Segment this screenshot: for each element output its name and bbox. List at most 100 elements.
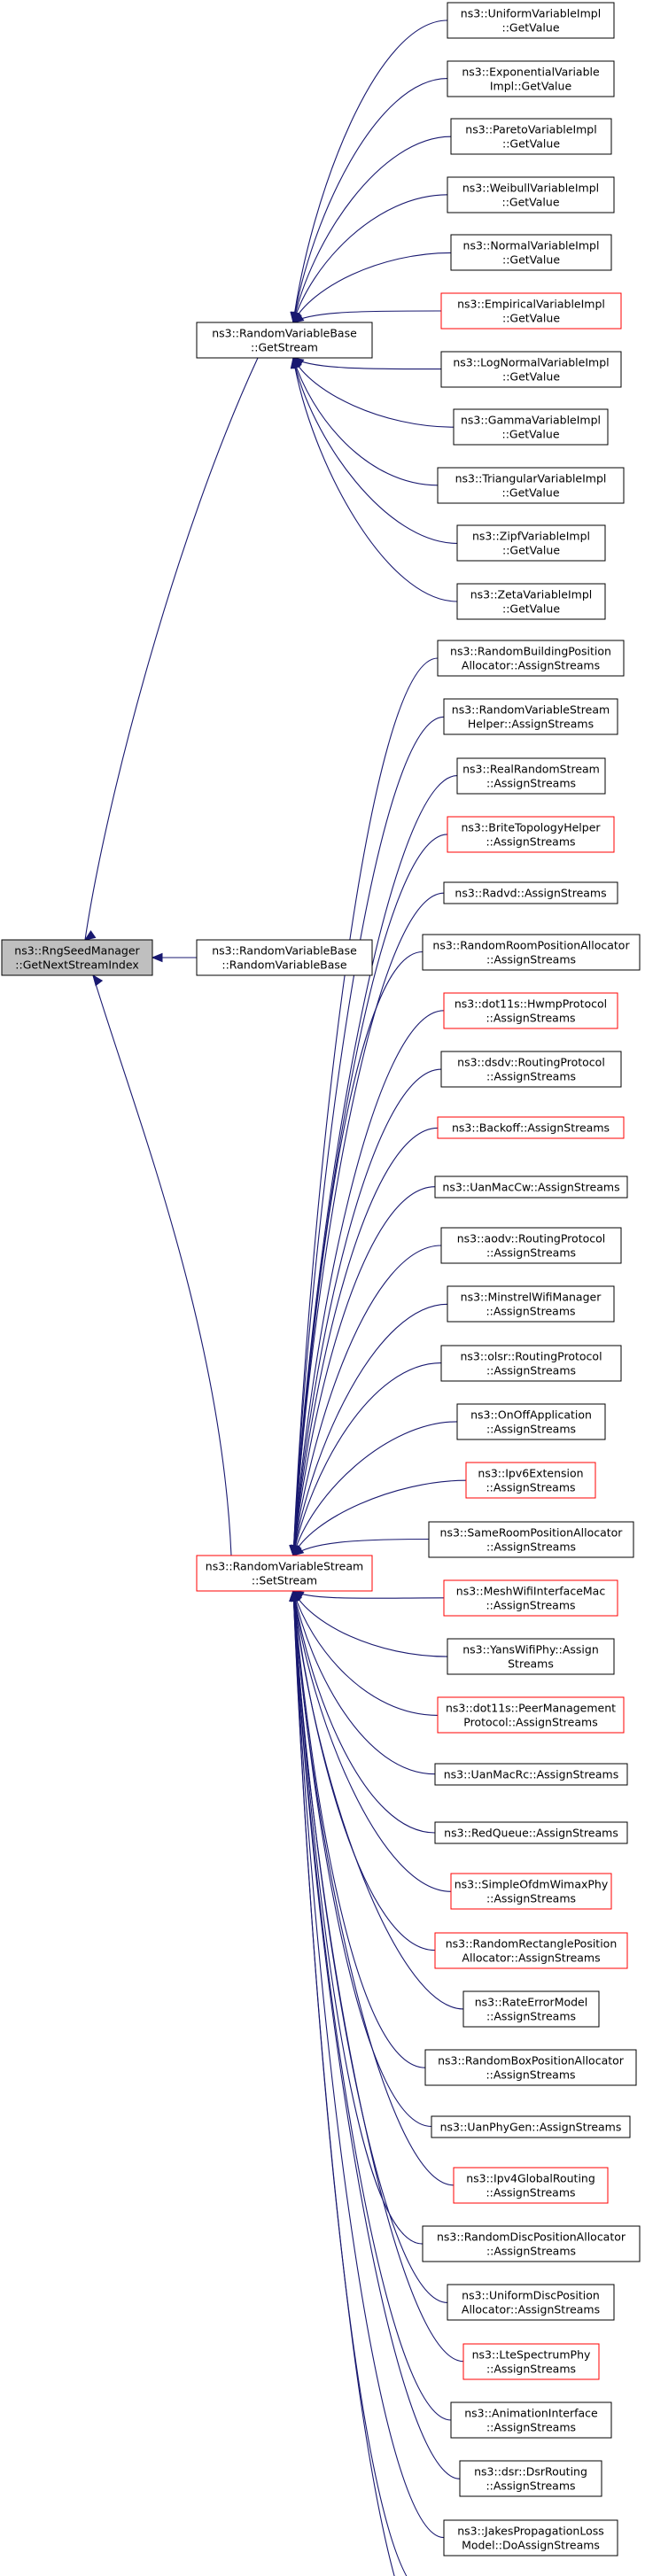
hub-node-random-variable-base-get-stream[interactable]: ns3::RandomVariableBase::GetStream — [196, 322, 373, 359]
node-box — [440, 1345, 622, 1382]
node-label: ns3::OnOffApplication — [470, 1408, 592, 1422]
edge-caller-to-hub — [292, 252, 452, 324]
node-box — [437, 640, 625, 677]
node-label: ::AssignStreams — [486, 1540, 576, 1554]
edge-caller-to-hub — [289, 1589, 424, 2245]
caller-node-ns3-uniformdiscposition-allocator-assignstreams[interactable]: ns3::UniformDiscPositionAllocator::Assig… — [447, 2284, 615, 2321]
node-label: ::AssignStreams — [486, 1423, 576, 1436]
node-box — [434, 1175, 628, 1199]
caller-node-ns3-uanmacrc-assignstreams[interactable]: ns3::UanMacRc::AssignStreams — [434, 1763, 628, 1786]
edge-caller-to-hub — [290, 78, 448, 324]
caller-node-ns3-backoff-assignstreams[interactable]: ns3::Backoff::AssignStreams — [437, 1116, 625, 1139]
node-label: Helper::AssignStreams — [468, 718, 594, 731]
node-box — [447, 1285, 615, 1323]
caller-node-ns3-yanswifiphy-assign-streams[interactable]: ns3::YansWifiPhy::AssignStreams — [447, 1638, 615, 1675]
node-box — [462, 1990, 600, 2028]
caller-node-ns3-randomrectangleposition-allocator-assignstreams[interactable]: ns3::RandomRectanglePositionAllocator::A… — [434, 1932, 628, 1969]
caller-node-ns3-meshwifiinterfacemac-assignstreams[interactable]: ns3::MeshWifiInterfaceMac::AssignStreams — [443, 1579, 618, 1617]
caller-node-ns3-ipv6extension-assignstreams[interactable]: ns3::Ipv6Extension::AssignStreams — [465, 1462, 596, 1499]
caller-node-ns3-dsdv-routingprotocol-assignstreams[interactable]: ns3::dsdv::RoutingProtocol::AssignStream… — [440, 1051, 622, 1088]
caller-node-ns3-lognormalvariableimpl-getvalue[interactable]: ns3::LogNormalVariableImpl::GetValue — [440, 351, 622, 388]
node-label: ns3::SameRoomPositionAllocator — [440, 1526, 624, 1540]
edge-caller-to-hub — [289, 1589, 395, 2576]
caller-node-ns3-britetopologyhelper-assignstreams[interactable]: ns3::BriteTopologyHelper::AssignStreams — [447, 816, 615, 853]
node-label: ns3::SimpleOfdmWimaxPhy — [455, 1878, 609, 1891]
node-label: ns3::Radvd::AssignStreams — [455, 887, 606, 900]
caller-node-ns3-sameroompositionallocator-assignstreams[interactable]: ns3::SameRoomPositionAllocator::AssignSt… — [428, 1521, 634, 1558]
caller-node-ns3-dsr-dsrrouting-assignstreams[interactable]: ns3::dsr::DsrRouting::AssignStreams — [459, 2460, 602, 2497]
caller-node-ns3-animationinterface-assignstreams[interactable]: ns3::AnimationInterface::AssignStreams — [450, 2401, 612, 2439]
node-box — [437, 467, 625, 504]
node-label: ::GetValue — [502, 137, 560, 151]
node-label: ns3::BriteTopologyHelper — [461, 821, 601, 834]
caller-node-ns3-zetavariableimpl-getvalue[interactable]: ns3::ZetaVariableImpl::GetValue — [456, 583, 606, 620]
node-box — [456, 583, 606, 620]
caller-node-ns3-empiricalvariableimpl-getvalue[interactable]: ns3::EmpiricalVariableImpl::GetValue — [440, 292, 622, 330]
node-label: ns3::RandomDiscPositionAllocator — [437, 2231, 626, 2244]
node-label: ::GetStream — [251, 341, 318, 354]
node-box — [431, 2115, 631, 2138]
node-box — [428, 1521, 634, 1558]
node-label: ns3::UanPhyGen::AssignStreams — [440, 2121, 622, 2134]
caller-node-ns3-uniformvariableimpl-getvalue[interactable]: ns3::UniformVariableImpl::GetValue — [447, 2, 615, 39]
node-label: Model::DoAssignStreams — [462, 2539, 600, 2552]
edge-caller-to-hub — [289, 1589, 455, 2186]
edge-caller-to-hub — [290, 1186, 436, 1557]
node-label: ::AssignStreams — [486, 1246, 576, 1260]
caller-node-ns3-randomdiscpositionallocator-assignstreams[interactable]: ns3::RandomDiscPositionAllocator::Assign… — [422, 2225, 641, 2262]
node-label: ns3::ParetoVariableImpl — [465, 123, 596, 136]
caller-node-ns3-dot11s-peermanagement-protocol-assignstreams[interactable]: ns3::dot11s::PeerManagementProtocol::Ass… — [437, 1696, 625, 1734]
caller-node-ns3-ipv4globalrouting-assignstreams[interactable]: ns3::Ipv4GlobalRouting::AssignStreams — [453, 2167, 609, 2204]
caller-node-ns3-randomvariablestream-helper-assignstreams[interactable]: ns3::RandomVariableStreamHelper::AssignS… — [443, 698, 618, 735]
node-label: ns3::RealRandomStream — [462, 763, 600, 776]
hub-node-random-variable-stream-set-stream[interactable]: ns3::RandomVariableStream::SetStream — [196, 1555, 373, 1592]
caller-node-ns3-uanphygen-assignstreams[interactable]: ns3::UanPhyGen::AssignStreams — [431, 2115, 631, 2138]
caller-node-ns3-ltespectrumphy-assignstreams[interactable]: ns3::LteSpectrumPhy::AssignStreams — [462, 2343, 600, 2380]
node-box — [1, 939, 153, 976]
caller-node-ns3-normalvariableimpl-getvalue[interactable]: ns3::NormalVariableImpl::GetValue — [450, 234, 612, 271]
edge-caller-to-hub — [290, 1589, 436, 1834]
node-label: ::GetValue — [502, 253, 560, 267]
caller-node-ns3-dot11s-hwmpprotocol-assignstreams[interactable]: ns3::dot11s::HwmpProtocol::AssignStreams — [443, 992, 618, 1029]
caller-node-ns3-uanmaccw-assignstreams[interactable]: ns3::UanMacCw::AssignStreams — [434, 1175, 628, 1199]
caller-node-ns3-zipfvariableimpl-getvalue[interactable]: ns3::ZipfVariableImpl::GetValue — [456, 524, 606, 562]
node-box — [443, 992, 618, 1029]
root-node-rng-seed-manager[interactable]: ns3::RngSeedManager::GetNextStreamIndex — [1, 939, 153, 976]
caller-node-ns3-randombuildingposition-allocator-assignstreams[interactable]: ns3::RandomBuildingPositionAllocator::As… — [437, 640, 625, 677]
node-label: ::RandomVariableBase — [221, 958, 347, 972]
caller-node-ns3-redqueue-assignstreams[interactable]: ns3::RedQueue::AssignStreams — [434, 1821, 628, 1844]
arrowhead — [289, 1589, 299, 1602]
caller-node-ns3-jakespropagationloss-model-doassignstreams[interactable]: ns3::JakesPropagationLossModel::DoAssign… — [443, 2519, 618, 2557]
node-label: ns3::RandomBuildingPosition — [450, 645, 611, 658]
caller-node-ns3-paretovariableimpl-getvalue[interactable]: ns3::ParetoVariableImpl::GetValue — [450, 118, 612, 155]
edge-caller-to-hub — [291, 357, 442, 370]
caller-node-ns3-realrandomstream-assignstreams[interactable]: ns3::RealRandomStream::AssignStreams — [456, 757, 606, 795]
caller-node-ns3-gammavariableimpl-getvalue[interactable]: ns3::GammaVariableImpl::GetValue — [453, 408, 609, 446]
caller-node-ns3-radvd-assignstreams[interactable]: ns3::Radvd::AssignStreams — [443, 881, 618, 904]
caller-node-ns3-minstrelwifimanager-assignstreams[interactable]: ns3::MinstrelWifiManager::AssignStreams — [447, 1285, 615, 1323]
node-label: ::SetStream — [252, 1574, 317, 1587]
node-box — [447, 176, 615, 213]
node-label: ns3::dot11s::HwmpProtocol — [455, 997, 607, 1011]
node-box — [456, 524, 606, 562]
caller-node-ns3-onoffapplication-assignstreams[interactable]: ns3::OnOffApplication::AssignStreams — [456, 1403, 606, 1440]
node-box — [434, 1821, 628, 1844]
node-label: ns3::GammaVariableImpl — [461, 414, 601, 427]
caller-node-ns3-aodv-routingprotocol-assignstreams[interactable]: ns3::aodv::RoutingProtocol::AssignStream… — [440, 1227, 622, 1264]
node-box — [440, 1051, 622, 1088]
node-label: Impl::GetValue — [490, 80, 572, 93]
caller-node-ns3-rateerrormodel-assignstreams[interactable]: ns3::RateErrorModel::AssignStreams — [462, 1990, 600, 2028]
caller-node-ns3-simpleofdmwimaxphy-assignstreams[interactable]: ns3::SimpleOfdmWimaxPhy::AssignStreams — [450, 1873, 612, 1910]
caller-node-ns3-randomboxpositionallocator-assignstreams[interactable]: ns3::RandomBoxPositionAllocator::AssignS… — [424, 2049, 637, 2086]
node-box — [465, 1462, 596, 1499]
caller-node-ns3-weibullvariableimpl-getvalue[interactable]: ns3::WeibullVariableImpl::GetValue — [447, 176, 615, 213]
node-label: Allocator::AssignStreams — [462, 659, 600, 672]
node-box — [447, 816, 615, 853]
arrowhead — [92, 974, 104, 987]
node-label: ::AssignStreams — [486, 2245, 576, 2258]
caller-node-ns3-randomroompositionallocator-assignstreams[interactable]: ns3::RandomRoomPositionAllocator::Assign… — [422, 934, 641, 971]
caller-node-ns3-olsr-routingprotocol-assignstreams[interactable]: ns3::olsr::RoutingProtocol::AssignStream… — [440, 1345, 622, 1382]
caller-node-ns3-triangularvariableimpl-getvalue[interactable]: ns3::TriangularVariableImpl::GetValue — [437, 467, 625, 504]
hub-node-random-variable-base-constructor[interactable]: ns3::RandomVariableBase::RandomVariableB… — [196, 939, 373, 976]
